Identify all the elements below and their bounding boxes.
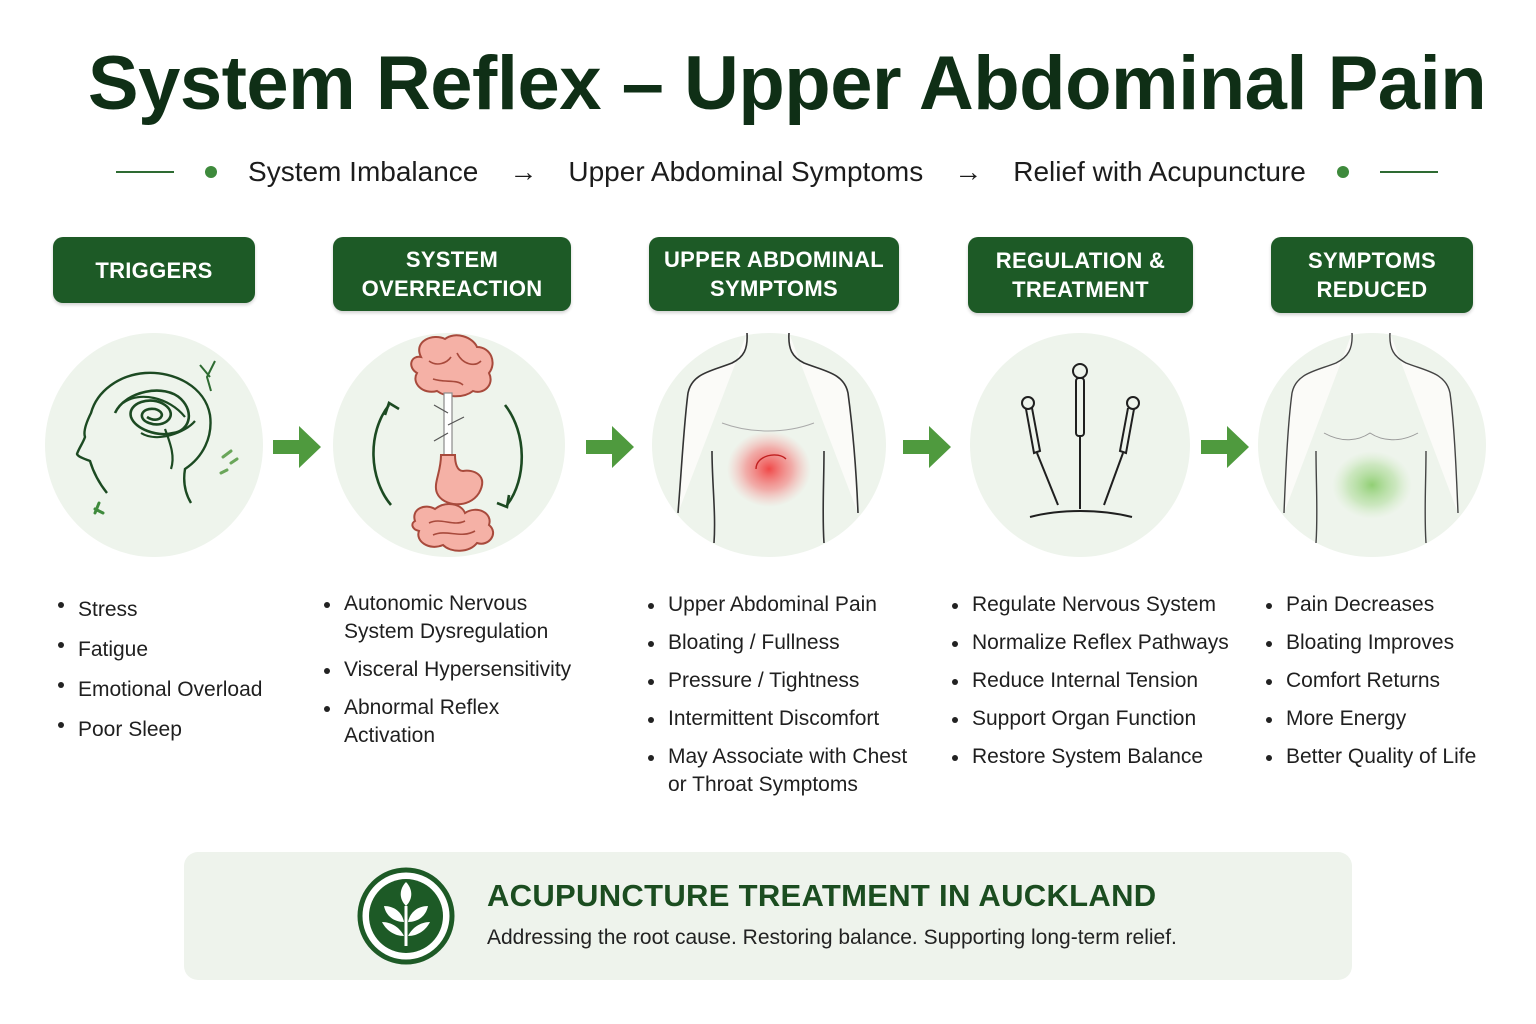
symptoms-reduced-list: Pain Decreases Bloating Improves Comfort… (1264, 591, 1524, 771)
list-item: More Energy (1264, 705, 1524, 733)
stage-header-regulation-treatment: REGULATION & TREATMENT (968, 237, 1193, 313)
header-line: SYSTEM (405, 247, 499, 272)
flow-arrow-icon (273, 426, 321, 468)
list-item: Restore System Balance (950, 743, 1240, 771)
tangled-mind-head-icon (45, 333, 263, 557)
list-item: Comfort Returns (1264, 667, 1524, 695)
list-item: Abnormal Reflex Activation (322, 694, 544, 750)
footer-title: ACUPUNCTURE TREATMENT IN AUCKLAND (487, 878, 1157, 913)
subtitle-left-line (116, 171, 174, 173)
subtitle-flow: System Imbalance → Upper Abdominal Sympt… (116, 150, 1438, 194)
list-item: Better Quality of Life (1264, 743, 1524, 771)
torso-red-pain-icon (652, 333, 886, 557)
stage-header-symptoms-reduced: SYMPTOMS REDUCED (1271, 237, 1473, 313)
list-item: Intermittent Discomfort (646, 705, 936, 733)
leaf-plant-icon (357, 867, 455, 965)
list-item: Pressure / Tightness (646, 667, 936, 695)
regulation-treatment-list: Regulate Nervous System Normalize Reflex… (950, 591, 1240, 771)
list-item: Bloating / Fullness (646, 629, 936, 657)
subtitle-left-dot (205, 166, 218, 178)
subtitle-step-3: Relief with Acupuncture (1013, 156, 1306, 187)
header-line: SYMPTOMS (1308, 248, 1436, 273)
list-item: Upper Abdominal Pain (646, 591, 936, 619)
system-overreaction-list: Autonomic Nervous System Dysregulation V… (322, 590, 592, 750)
footer-banner: ACUPUNCTURE TREATMENT IN AUCKLAND Addres… (184, 852, 1352, 980)
acupuncture-needles-icon (970, 333, 1190, 557)
torso-green-relief-icon (1258, 333, 1486, 557)
subtitle-arrow-icon: → (954, 156, 983, 187)
list-item: Reduce Internal Tension (950, 667, 1240, 695)
stage-header-upper-abdominal-symptoms: UPPER ABDOMINAL SYMPTOMS (649, 237, 899, 311)
subtitle-step-2: Upper Abdominal Symptoms (568, 156, 924, 187)
page-title: System Reflex – Upper Abdominal Pain (87, 41, 1487, 126)
triggers-list: Stress Fatigue Emotional Overload Poor S… (56, 590, 296, 750)
header-line: REGULATION & (995, 248, 1166, 273)
header-line: REDUCED (1316, 277, 1428, 302)
header-line: TREATMENT (1012, 277, 1149, 302)
stage-header-system-overreaction: SYSTEM OVERREACTION (333, 237, 571, 311)
flow-arrow-icon (586, 426, 634, 468)
subtitle-right-line (1379, 171, 1438, 173)
header-line: UPPER ABDOMINAL (663, 247, 885, 272)
list-item: Bloating Improves (1264, 629, 1524, 657)
header-line: TRIGGERS (95, 257, 213, 283)
footer-subtitle: Addressing the root cause. Restoring bal… (487, 926, 1177, 949)
list-item: Regulate Nervous System (950, 591, 1240, 619)
list-item: Emotional Overload (56, 670, 296, 710)
list-item: May Associate with Chest or Throat Sympt… (646, 743, 930, 799)
list-item: Fatigue (56, 630, 296, 670)
flow-arrow-icon (1201, 426, 1249, 468)
subtitle-step-1: System Imbalance (248, 156, 479, 187)
header-line: OVERREACTION (361, 276, 543, 301)
brain-gut-cycle-icon (333, 333, 565, 557)
subtitle-right-dot (1336, 166, 1349, 178)
list-item: Poor Sleep (56, 710, 296, 750)
header-line: SYMPTOMS (710, 276, 838, 301)
upper-abdominal-symptoms-list: Upper Abdominal Pain Bloating / Fullness… (646, 591, 936, 799)
flow-arrow-icon (903, 426, 951, 468)
list-item: Pain Decreases (1264, 591, 1524, 619)
list-item: Stress (56, 590, 296, 630)
subtitle-arrow-icon: → (509, 156, 538, 187)
list-item: Normalize Reflex Pathways (950, 629, 1240, 657)
list-item: Visceral Hypersensitivity (322, 656, 592, 684)
list-item: Autonomic Nervous System Dysregulation (322, 590, 574, 646)
stage-header-triggers: TRIGGERS (53, 237, 255, 303)
list-item: Support Organ Function (950, 705, 1240, 733)
